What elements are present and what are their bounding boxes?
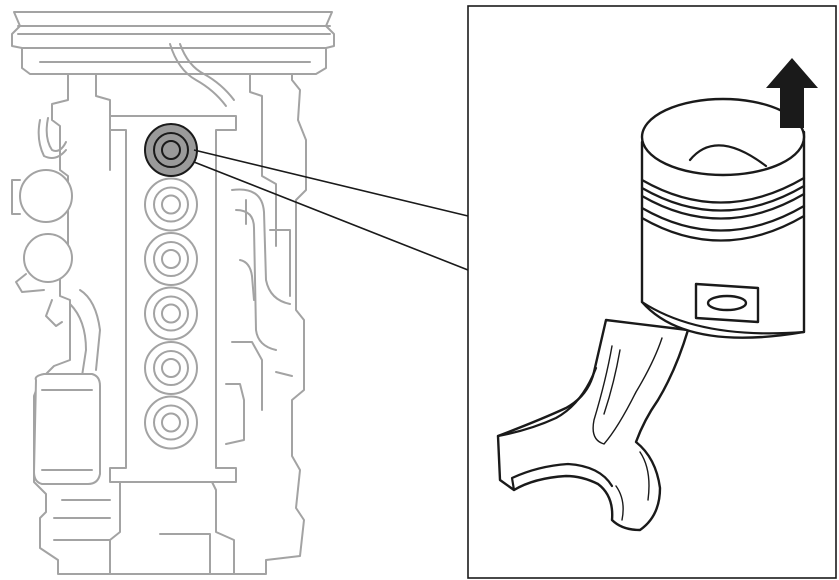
cylinder-ring (153, 350, 189, 386)
cylinder-ring (144, 395, 198, 450)
cylinder (144, 341, 198, 395)
cylinder-ring (144, 341, 198, 395)
cylinder-ring (153, 404, 189, 441)
up-arrow-icon (766, 58, 818, 128)
side-module (33, 373, 101, 485)
piston-crown (640, 97, 806, 177)
cylinder-ring (161, 194, 181, 215)
cylinder-ring (161, 249, 181, 269)
cylinder-ring (153, 132, 189, 168)
exhaust-manifold (231, 188, 291, 305)
cylinder-ring (161, 358, 181, 378)
cylinder-ring (161, 303, 181, 324)
cylinder-ring (144, 232, 198, 286)
cylinder-ring (144, 177, 198, 232)
cylinder (144, 286, 198, 341)
cylinder-highlighted (144, 123, 198, 177)
cylinder-ring (161, 140, 181, 160)
cylinder-ring (144, 286, 198, 341)
cylinder-ring (153, 295, 189, 332)
callout-lines (193, 149, 469, 271)
pulley-lower (23, 233, 73, 283)
engine-top-view (11, 11, 335, 575)
cylinder (144, 232, 198, 286)
wrist-pin-hole (706, 294, 748, 312)
cylinder (144, 395, 198, 450)
piston-assembly (496, 97, 806, 532)
cylinder-ring (153, 186, 189, 223)
cylinders (144, 123, 198, 450)
cylinder-ring (153, 241, 189, 277)
detail-box (467, 5, 837, 579)
head-cover (11, 11, 335, 75)
cylinder-ring (161, 412, 181, 433)
cylinder-ring (144, 123, 198, 177)
cylinder (144, 177, 198, 232)
pulley-upper (19, 169, 73, 223)
